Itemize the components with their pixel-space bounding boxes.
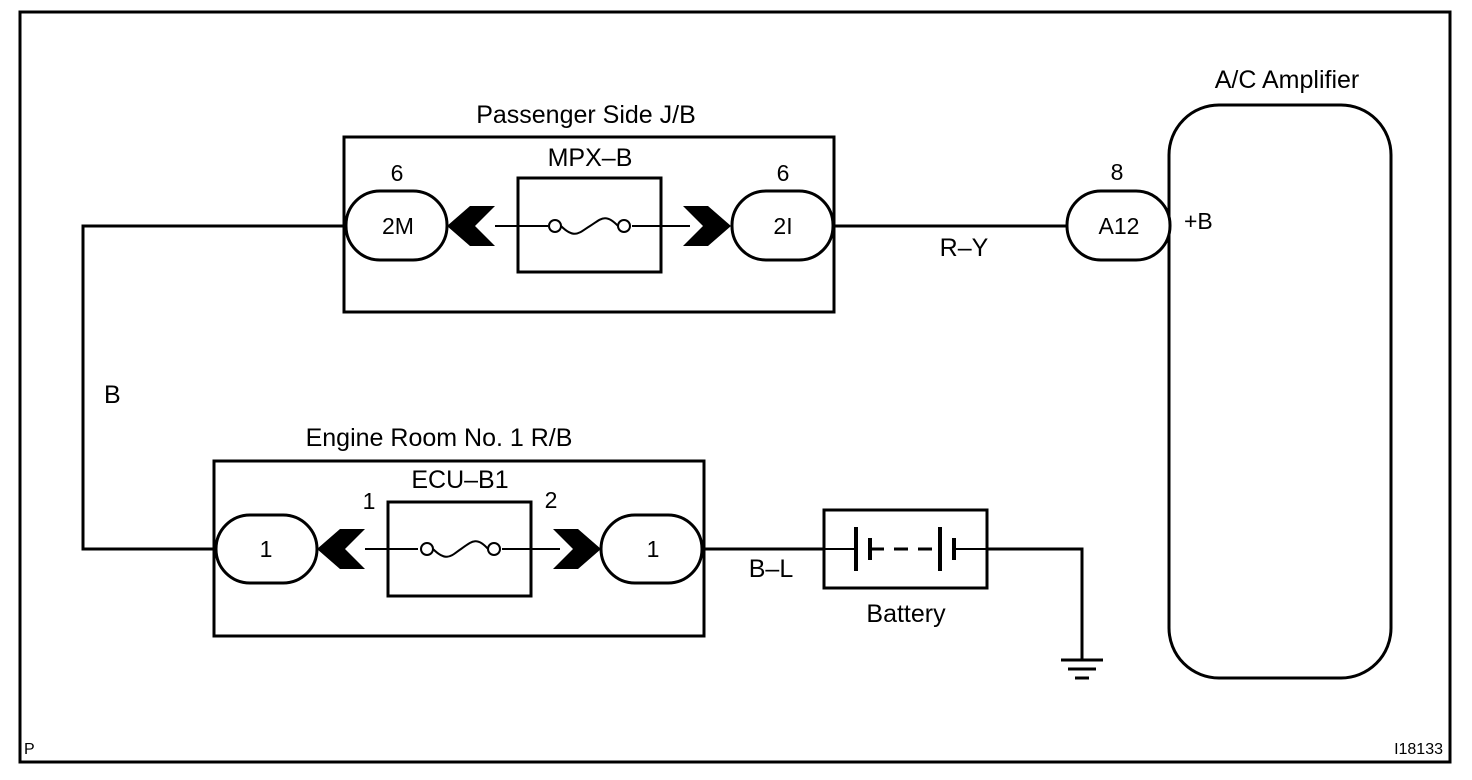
rb-left-pin: 1	[363, 488, 376, 514]
corner-label-left: P	[24, 741, 35, 758]
passenger-jb-title: Passenger Side J/B	[476, 101, 696, 129]
diagram-border	[18, 10, 1452, 764]
jb-right-pin: 6	[777, 160, 790, 186]
corner-label-right: I18133	[1394, 741, 1443, 758]
ac-amplifier-box	[1167, 103, 1393, 680]
rb-right-pin: 2	[545, 487, 558, 513]
ac-amplifier-title: A/C Amplifier	[1215, 66, 1359, 94]
battery-label: Battery	[866, 600, 946, 628]
jb-right-connector-label: 2I	[773, 213, 792, 239]
wire-b-label: B	[104, 381, 121, 409]
jb-left-connector-label: 2M	[382, 213, 414, 239]
jb-left-arrow-icon	[447, 206, 495, 246]
jb-left-pin: 6	[391, 160, 404, 186]
amp-connector-label: A12	[1099, 213, 1140, 239]
amp-connector-pin: 8	[1111, 159, 1124, 185]
mpx-b-fuse-element	[560, 217, 619, 235]
rb-left-connector-label: 1	[260, 536, 273, 562]
rb-right-connector-label: 1	[647, 536, 660, 562]
engine-room-rb-title: Engine Room No. 1 R/B	[306, 424, 573, 452]
wire-b-l-label: B–L	[749, 555, 794, 583]
wire-r-y-label: R–Y	[940, 234, 989, 262]
amp-terminal-label: +B	[1184, 208, 1213, 234]
wire-b	[81, 224, 346, 551]
mpx-b-fuse-label: MPX–B	[548, 144, 633, 172]
jb-right-arrow-icon	[683, 206, 731, 246]
ecu-b1-fuse-element	[432, 540, 489, 558]
rb-left-connector	[214, 513, 319, 585]
rb-left-arrow-icon	[317, 529, 365, 569]
ecu-b1-fuse-label: ECU–B1	[411, 466, 508, 494]
rb-right-arrow-icon	[553, 529, 601, 569]
wire-ground	[987, 547, 1084, 660]
